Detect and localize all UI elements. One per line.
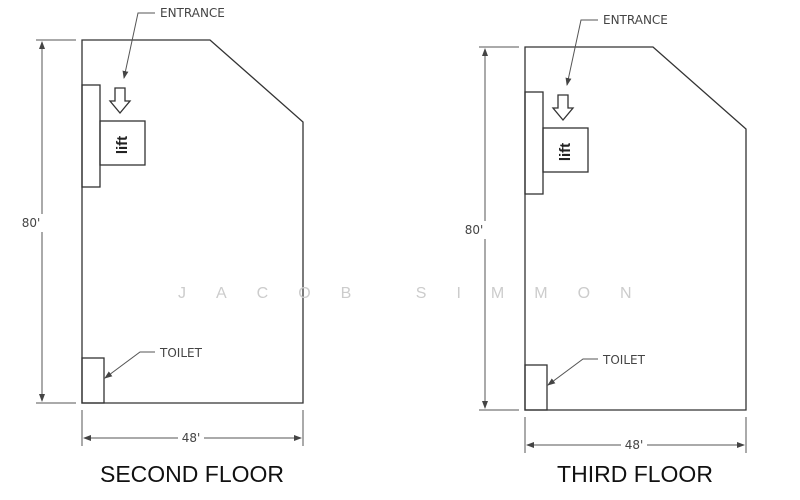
watermark: JACOB SIMMON [178, 285, 662, 302]
entrance-label: ENTRANCE [603, 13, 668, 27]
toilet-label: TOILET [602, 353, 646, 367]
width-dimension-label: 48' [182, 431, 201, 445]
lift-icon: lift [114, 136, 131, 154]
entrance-label: ENTRANCE [160, 6, 225, 20]
height-dimension-label: 80' [22, 216, 41, 230]
third-floor-plan: ENTRANCE TOILET 80' 48' lift THIRD FLOOR [465, 13, 746, 487]
lift-icon: lift [557, 143, 574, 161]
floor-title: SECOND FLOOR [100, 461, 284, 487]
height-dimension-label: 80' [465, 223, 484, 237]
floor-title: THIRD FLOOR [557, 461, 713, 487]
toilet-label: TOILET [159, 346, 203, 360]
second-floor-plan: ENTRANCE TOILET 80' 48' lift SECOND FLOO… [22, 6, 303, 487]
width-dimension-label: 48' [625, 438, 644, 452]
